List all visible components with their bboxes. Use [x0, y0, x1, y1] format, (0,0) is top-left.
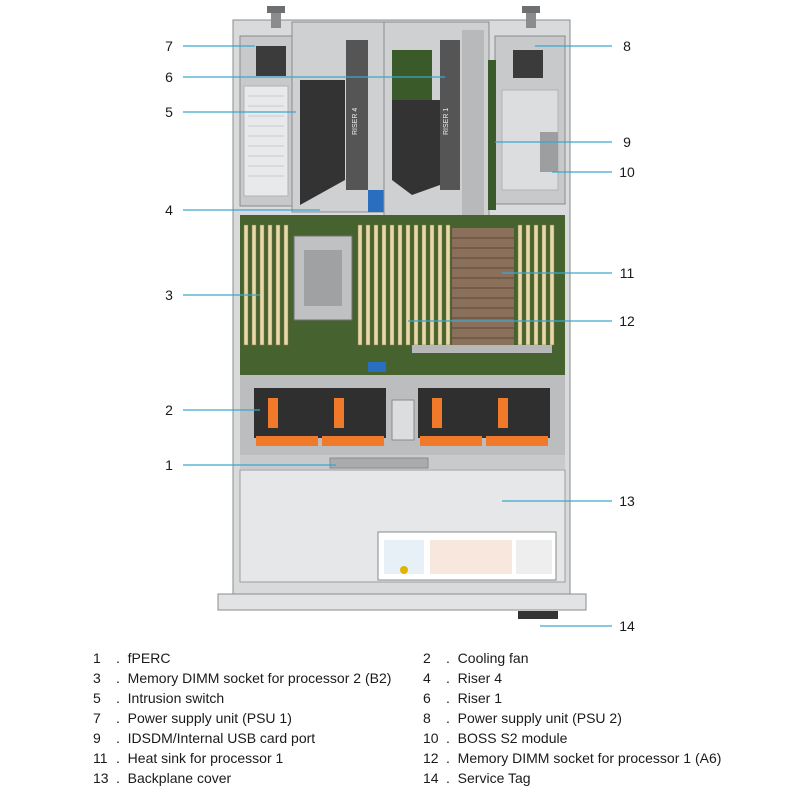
psu-1: [239, 35, 293, 207]
legend-label: Memory DIMM socket for processor 1 (A6): [457, 750, 722, 766]
callout-13: 13: [619, 493, 635, 509]
callout-11: 11: [620, 265, 635, 281]
legend-label: Memory DIMM socket for processor 2 (B2): [127, 670, 392, 686]
legend-number: 8: [423, 710, 431, 726]
legend-item-4: 4. Riser 4: [423, 670, 503, 686]
riser-1-label: RISER 1: [443, 108, 450, 135]
legend-number: 3: [93, 670, 101, 686]
legend-label: BOSS S2 module: [457, 730, 568, 746]
callout-9: 9: [623, 134, 631, 150]
legend-number: 12: [423, 750, 439, 766]
callout-8: 8: [623, 38, 631, 54]
motherboard: [240, 215, 565, 375]
legend-label: Power supply unit (PSU 1): [127, 710, 292, 726]
legend-label: Backplane cover: [127, 770, 232, 786]
cooling-fans: [240, 375, 565, 455]
legend-item-5: 5. Intrusion switch: [93, 690, 225, 706]
legend-item-12: 12. Memory DIMM socket for processor 1 (…: [423, 750, 722, 766]
callout-14: 14: [619, 618, 635, 634]
callout-4: 4: [165, 202, 173, 218]
service-tag: [518, 611, 558, 619]
fperc: [240, 455, 565, 469]
callout-5: 5: [165, 104, 173, 120]
callout-1: 1: [165, 457, 173, 473]
legend-item-14: 14. Service Tag: [423, 770, 531, 786]
callout-7: 7: [165, 38, 173, 54]
legend-item-10: 10. BOSS S2 module: [423, 730, 568, 746]
heat-sink-processor-1: [452, 228, 514, 348]
server-top-view-diagram: RISER 4 RISER 1: [165, 6, 635, 634]
backplane-cover: [239, 469, 566, 583]
legend-label: Cooling fan: [457, 650, 529, 666]
legend-label: Service Tag: [457, 770, 531, 786]
legend-number: 5: [93, 690, 101, 706]
callout-lines: [183, 45, 612, 627]
legend-number: 14: [423, 770, 439, 786]
legend-number: 1: [93, 650, 101, 666]
riser-4-label: RISER 4: [352, 108, 359, 135]
legend-number: 10: [423, 730, 439, 746]
legend-item-3: 3. Memory DIMM socket for processor 2 (B…: [93, 670, 392, 686]
legend-item-9: 9. IDSDM/Internal USB card port: [93, 730, 316, 746]
legend-item-6: 6. Riser 1: [423, 690, 503, 706]
callout-6: 6: [165, 69, 173, 85]
legend-number: 11: [93, 750, 108, 766]
legend-number: 9: [93, 730, 101, 746]
legend-number: 4: [423, 670, 431, 686]
callout-3: 3: [165, 287, 173, 303]
legend-label: Riser 4: [457, 670, 503, 686]
legend-item-1: 1. fPERC: [93, 650, 171, 666]
legend-label: Heat sink for processor 1: [127, 750, 284, 766]
callout-12: 12: [619, 313, 635, 329]
legend: 1. fPERC 2. Cooling fan 3. Memory DIMM s…: [0, 640, 800, 800]
legend-number: 2: [423, 650, 431, 666]
legend-number: 13: [93, 770, 109, 786]
legend-label: fPERC: [127, 650, 171, 666]
legend-number: 6: [423, 690, 431, 706]
callout-10: 10: [619, 164, 635, 180]
legend-label: Riser 1: [457, 690, 503, 706]
dimm-bank-processor-2: [243, 224, 451, 346]
riser-4: RISER 4: [291, 21, 385, 213]
riser-1: RISER 1: [383, 21, 490, 221]
legend-label: Intrusion switch: [127, 690, 225, 706]
legend-item-13: 13. Backplane cover: [93, 770, 232, 786]
legend-number: 7: [93, 710, 101, 726]
legend-label: Power supply unit (PSU 2): [457, 710, 622, 726]
legend-item-7: 7. Power supply unit (PSU 1): [93, 710, 292, 726]
legend-item-8: 8. Power supply unit (PSU 2): [423, 710, 622, 726]
legend-item-2: 2. Cooling fan: [423, 650, 529, 666]
legend-item-11: 11. Heat sink for processor 1: [93, 750, 284, 766]
callout-numbers: 7 6 5 4 3 2 1 8 9 10 11 12 13 14: [165, 38, 635, 634]
legend-label: IDSDM/Internal USB card port: [127, 730, 316, 746]
psu-2: [488, 35, 566, 210]
callout-2: 2: [165, 402, 173, 418]
